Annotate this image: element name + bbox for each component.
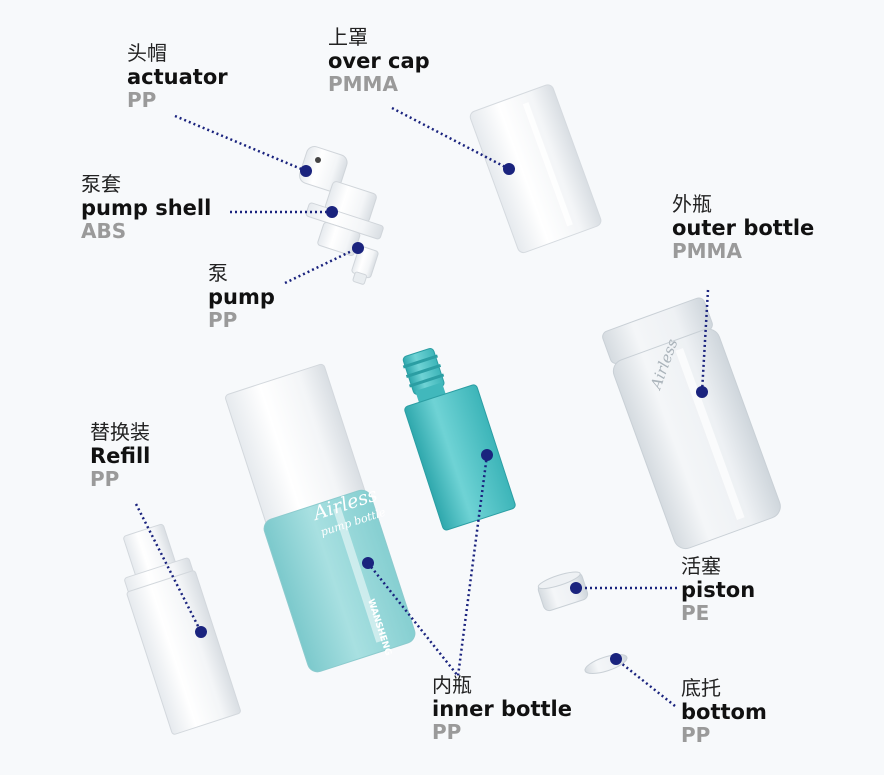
over-cap-zh: 上罩 [328,25,368,49]
leader-dots [195,163,708,665]
actuator-en: actuator [127,65,228,89]
outer-bottle-material: PMMA [672,239,742,264]
assembled-bottle [225,363,416,673]
outer-bottle-dot [696,386,708,398]
pump-shell-dot [326,206,338,218]
refill-part [123,523,241,735]
outer-bottle-en: outer bottle [672,216,815,240]
piston-zh: 活塞 [681,554,721,578]
actuator-dot [300,165,312,177]
bottom-label: 底托 bottom PP [681,677,767,747]
actuator-label: 头帽 actuator PP [127,42,228,112]
over-cap-dot [503,163,515,175]
pump-shell-material: ABS [81,219,127,244]
over-cap-label: 上罩 over cap PMMA [328,26,430,96]
pump-shell-label: 泵套 pump shell ABS [81,173,211,243]
actuator-zh: 头帽 [127,41,167,65]
actuator-part [299,146,348,193]
actuator-material: PP [127,88,157,113]
inner-bottle-part [402,348,516,531]
over-cap-en: over cap [328,49,430,73]
refill-material: PP [90,467,120,492]
pump-zh: 泵 [208,261,228,285]
pump-shell-zh: 泵套 [81,172,121,196]
over-cap-material: PMMA [328,72,398,97]
bottom-zh: 底托 [681,676,721,700]
pump-part [351,245,379,285]
refill-dot [195,626,207,638]
pump-material: PP [208,308,238,333]
refill-label: 替换装 Refill PP [90,421,150,491]
outer-bottle-label: 外瓶 outer bottle PMMA [672,193,814,263]
inner-bottle-label: 内瓶 inner bottle PP [432,674,572,744]
bottom-dot [610,653,622,665]
pump-label: 泵 pump PP [208,262,275,332]
bottom-en: bottom [681,700,767,724]
inner-bottle-material: PP [432,720,462,745]
inner-bottle-dot-a [362,557,374,569]
pump-shell-en: pump shell [81,196,212,220]
outer-bottle-part [602,297,781,550]
piston-material: PE [681,601,710,626]
over-cap-part [469,84,602,254]
piston-dot [570,582,582,594]
outer-bottle-zh: 外瓶 [672,192,712,216]
inner-bottle-zh: 内瓶 [432,673,472,697]
piston-label: 活塞 piston PE [681,555,755,625]
refill-en: Refill [90,444,151,468]
pump-shell-part [305,181,384,257]
pump-en: pump [208,285,275,309]
bottom-material: PP [681,723,711,748]
pump-dot [352,242,364,254]
inner-bottle-en: inner bottle [432,697,572,721]
inner-bottle-dot-b [481,449,493,461]
bottom-part [584,653,628,675]
leader-lines [134,106,710,707]
piston-en: piston [681,578,756,602]
refill-zh: 替换装 [90,420,150,444]
